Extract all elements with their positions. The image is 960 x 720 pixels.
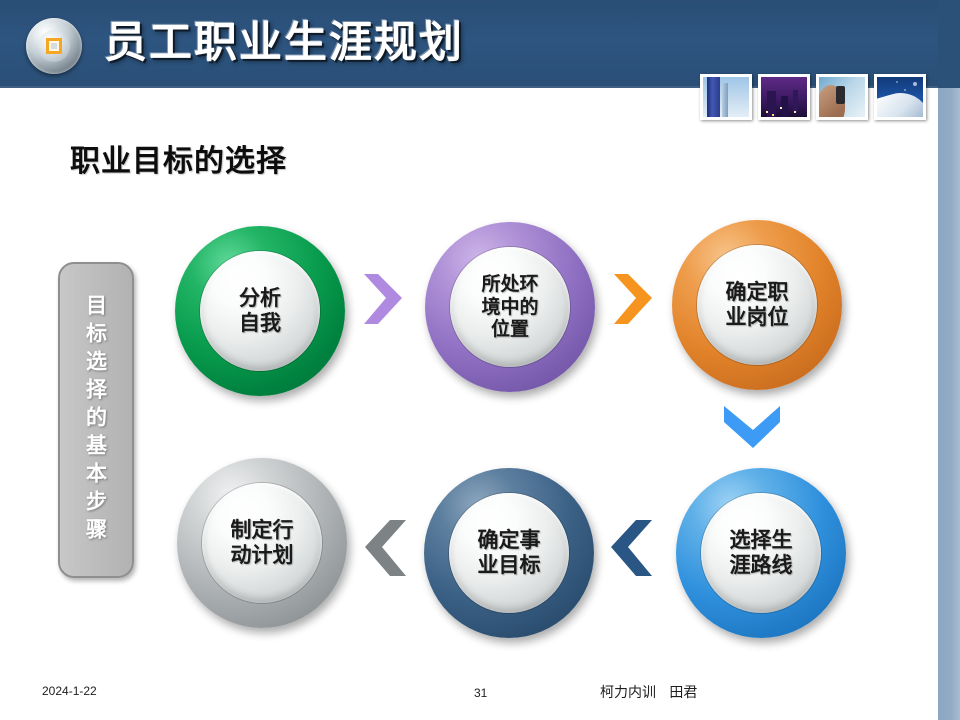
right-accent-band (938, 0, 960, 720)
white-architecture-photo (874, 74, 926, 120)
step-circle-3[interactable]: 确定职 业岗位 (672, 220, 842, 390)
step-label-3: 确定职 业岗位 (725, 279, 789, 329)
step-circle-face: 分析 自我 (200, 251, 320, 371)
step-circle-face: 确定职 业岗位 (697, 245, 817, 365)
person-on-phone-photo (816, 74, 868, 120)
step-circle-2[interactable]: 所处环 境中的 位置 (425, 222, 595, 392)
orb-square-icon (26, 18, 82, 74)
page-title: 员工职业生涯规划 (104, 18, 464, 68)
step-circle-face: 制定行 动计划 (202, 483, 322, 603)
step-circle-face: 所处环 境中的 位置 (450, 247, 570, 367)
step-label-6: 制定行 动计划 (230, 517, 294, 567)
step-label-2: 所处环 境中的 位置 (481, 272, 539, 341)
side-label-box: 目标选择的基本步骤 (58, 262, 134, 578)
step-circle-5[interactable]: 确定事 业目标 (424, 468, 594, 638)
header-photo-strip (700, 74, 926, 120)
footer-date: 2024-1-22 (42, 684, 97, 698)
orb-inner (38, 30, 70, 62)
orb-square-outline (46, 38, 62, 54)
step-circle-face: 确定事 业目标 (449, 493, 569, 613)
right-accent-band-top (938, 0, 960, 88)
night-cityscape-photo (758, 74, 810, 120)
step-circle-face: 选择生 涯路线 (701, 493, 821, 613)
step-label-5: 确定事 业目标 (477, 527, 541, 577)
step-label-1: 分析 自我 (239, 285, 281, 335)
step-circle-4[interactable]: 选择生 涯路线 (676, 468, 846, 638)
slide-subtitle: 职业目标的选择 (70, 144, 287, 179)
step-circle-1[interactable]: 分析 自我 (175, 226, 345, 396)
side-label-text: 目标选择的基本步骤 (83, 294, 109, 546)
footer-author: 柯力内训 田君 (600, 685, 698, 701)
step-circle-6[interactable]: 制定行 动计划 (177, 458, 347, 628)
blue-glass-building-photo (700, 74, 752, 120)
footer-page-number: 31 (474, 686, 488, 700)
orb-square-core (51, 43, 57, 49)
step-label-4: 选择生 涯路线 (729, 527, 793, 577)
slide-header: 员工职业生涯规划 (0, 0, 938, 88)
